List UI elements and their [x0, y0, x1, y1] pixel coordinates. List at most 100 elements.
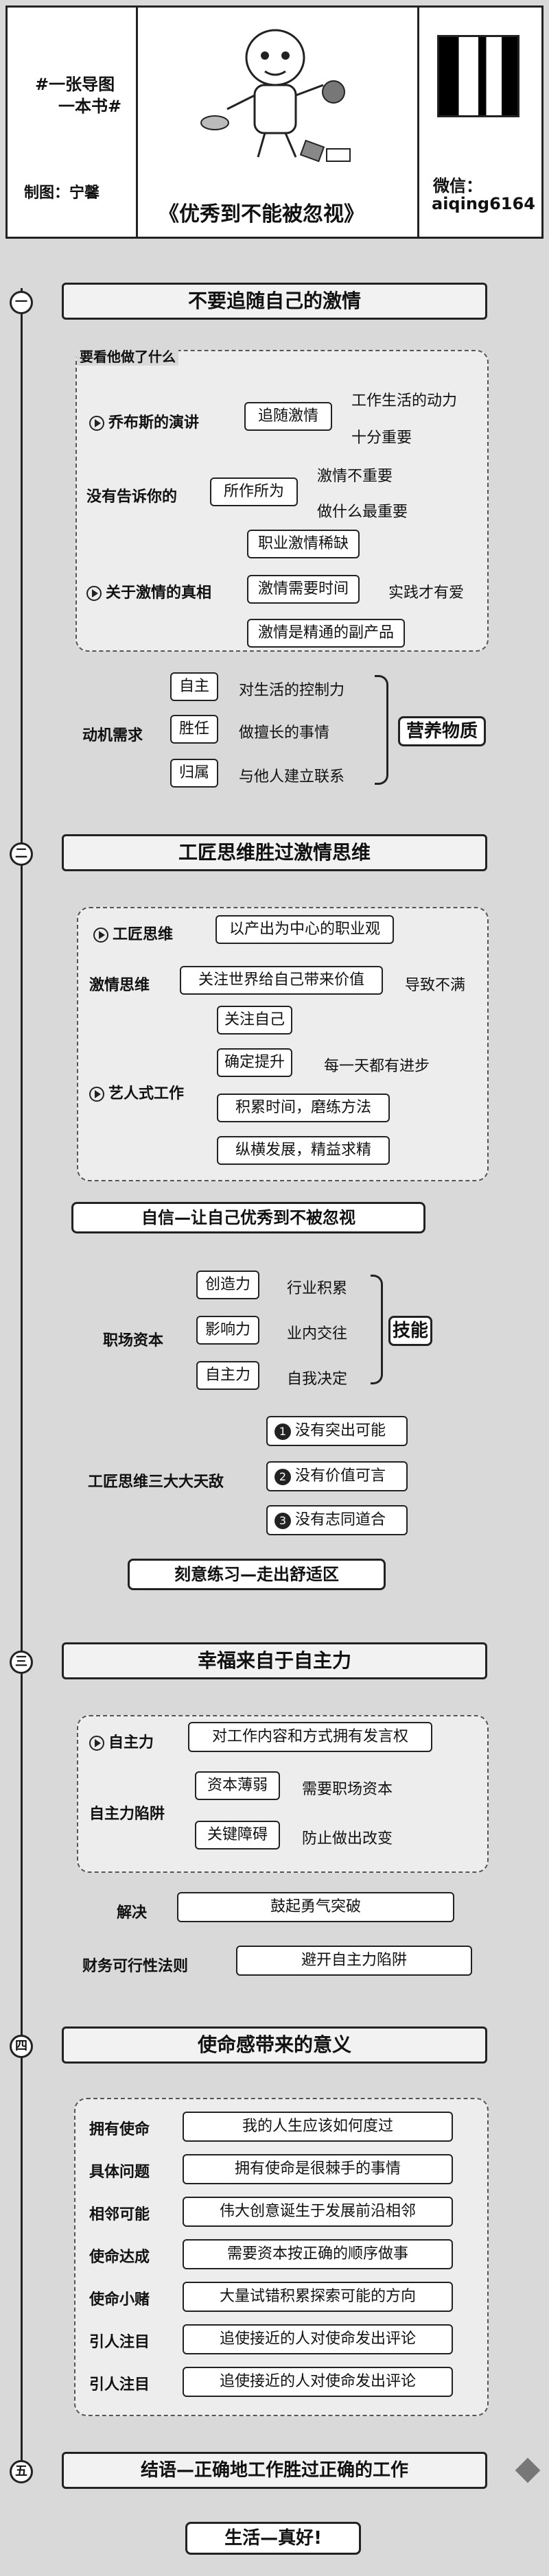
auto-label: 自主力 [89, 1730, 154, 1752]
header-author: 制图：宁馨 [24, 185, 100, 202]
header-tag-line1: #一张导图 [35, 75, 115, 94]
mission-row-key: 引人注目 [89, 2334, 150, 2351]
craft-label: 工匠思维 [93, 922, 173, 944]
passion-label: 激情思维 [89, 977, 150, 994]
mission-row-desc: 伟大创意诞生于发展前沿相邻 [183, 2197, 453, 2227]
mission-row-desc: 需要资本按正确的顺序做事 [183, 2239, 453, 2269]
mission-row-key: 具体问题 [89, 2164, 150, 2181]
mission-row-key: 相邻可能 [89, 2206, 150, 2223]
truth-box-3: 激情是精通的副产品 [247, 619, 405, 648]
motive-brace [375, 675, 388, 785]
section-4-title: 使命感带来的意义 [62, 2026, 487, 2064]
art-note: 每一天都有进步 [324, 1058, 430, 1075]
section-1-panel-label: 要看他做了什么 [77, 346, 178, 366]
section-4-badge: 四 [10, 2035, 33, 2058]
qr-code-image [437, 35, 519, 117]
capital-result: 技能 [388, 1316, 432, 1346]
capital-key-3: 自主力 [196, 1361, 259, 1390]
header-left-panel: #一张导图 一本书# 制图：宁馨 [8, 8, 138, 237]
number-2-icon: 2 [274, 1469, 291, 1485]
banner-confidence: 自信—让自己优秀到不被忽视 [71, 1202, 425, 1233]
passion-box: 关注世界给自己带来价值 [180, 966, 383, 995]
section-2-title: 工匠思维胜过激情思维 [62, 834, 487, 871]
timeline-line [21, 288, 23, 2470]
motive-label: 动机需求 [82, 727, 143, 744]
art-label: 艺人式工作 [89, 1081, 184, 1103]
play-icon [86, 586, 102, 601]
jobs-speech-text: 乔布斯的演讲 [108, 414, 200, 432]
jobs-note-1: 工作生活的动力 [351, 392, 458, 410]
mission-row-desc: 拥有使命是很棘手的事情 [183, 2154, 453, 2184]
jobs-speech-label: 乔布斯的演讲 [89, 410, 199, 432]
trap-key-1: 资本薄弱 [195, 1771, 280, 1800]
untold-box: 所作所为 [210, 477, 298, 506]
capital-desc-1: 行业积累 [287, 1280, 348, 1297]
solve-box: 鼓起勇气突破 [177, 1892, 454, 1922]
untold-label: 没有告诉你的 [86, 488, 178, 506]
truth-box-1: 职业激情稀缺 [247, 530, 360, 558]
truth-label: 关于激情的真相 [86, 580, 211, 602]
craft-box: 以产出为中心的职业观 [215, 915, 394, 944]
motive-desc-1: 对生活的控制力 [239, 682, 345, 699]
auto-text: 自主力 [108, 1734, 154, 1751]
capital-desc-3: 自我决定 [287, 1371, 348, 1388]
enemy-text-2: 没有价值可言 [295, 1467, 386, 1485]
craft-text: 工匠思维 [113, 926, 174, 943]
header-right-panel: 微信： aiqing6164 [419, 8, 541, 237]
play-icon [89, 416, 104, 431]
mission-row-key: 使命小赌 [89, 2291, 150, 2308]
jobs-speech-box: 追随激情 [244, 402, 332, 431]
section-2-badge: 二 [10, 842, 33, 866]
enemy-text-1: 没有突出可能 [295, 1422, 386, 1439]
motive-result: 营养物质 [398, 716, 486, 746]
wechat-label: 微信： [433, 176, 482, 196]
capital-desc-2: 业内交往 [287, 1325, 348, 1343]
play-icon [89, 1736, 104, 1751]
auto-box: 对工作内容和方式拥有发言权 [188, 1722, 432, 1752]
solve-label: 解决 [117, 1904, 148, 1922]
finance-box: 避开自主力陷阱 [236, 1946, 472, 1976]
number-3-icon: 3 [274, 1513, 291, 1529]
banner-practice: 刻意练习—走出舒适区 [128, 1559, 386, 1590]
mission-row-key: 引人注目 [89, 2376, 150, 2394]
motive-key-3: 归属 [170, 759, 218, 788]
finance-label: 财务可行性法则 [82, 1958, 189, 1975]
art-box-4: 纵横发展，精益求精 [217, 1136, 390, 1165]
mission-row-desc: 追使接近的人对使命发出评论 [183, 2367, 453, 2397]
motive-desc-3: 与他人建立联系 [239, 768, 345, 785]
section-1-badge: 一 [10, 291, 33, 314]
motive-key-2: 胜任 [170, 715, 218, 744]
enemies-label: 工匠思维三大大天敌 [88, 1474, 224, 1491]
untold-note-1: 激情不重要 [317, 468, 393, 485]
capital-key-2: 影响力 [196, 1316, 259, 1345]
trap-desc-2: 防止做出改变 [302, 1830, 393, 1847]
jobs-note-2: 十分重要 [351, 429, 412, 447]
truth-box-2: 激情需要时间 [247, 575, 360, 604]
trap-key-2: 关键障碍 [195, 1821, 280, 1850]
truth-text: 关于激情的真相 [106, 584, 212, 602]
section-3-badge: 三 [10, 1651, 33, 1674]
number-1-icon: 1 [274, 1423, 291, 1440]
enemy-text-3: 没有志同道合 [295, 1511, 386, 1528]
mission-row-key: 使命达成 [89, 2249, 150, 2266]
section-5-badge: 五 [10, 2460, 33, 2483]
mission-row-desc: 追使接近的人对使命发出评论 [183, 2324, 453, 2354]
section-1-title: 不要追随自己的激情 [62, 283, 487, 320]
art-box-1: 关注自己 [217, 1006, 292, 1035]
book-title: 《优秀到不能被忽视》 [159, 202, 364, 226]
capital-brace [371, 1275, 383, 1384]
art-box-3: 积累时间，磨练方法 [217, 1094, 390, 1122]
header-center-panel: 《优秀到不能被忽视》 [138, 8, 419, 237]
trap-label: 自主力陷阱 [89, 1806, 165, 1823]
motive-key-1: 自主 [170, 672, 218, 701]
section-5-title: 结语—正确地工作胜过正确的工作 [62, 2452, 487, 2489]
motive-desc-2: 做擅长的事情 [239, 724, 330, 742]
play-icon [89, 1087, 104, 1102]
trap-desc-1: 需要职场资本 [302, 1781, 393, 1798]
final-banner: 生活—真好! [185, 2522, 361, 2555]
art-text: 艺人式工作 [108, 1085, 185, 1102]
mission-row-desc: 大量试错积累探索可能的方向 [183, 2282, 453, 2312]
cartoon-character-illustration [200, 29, 351, 163]
